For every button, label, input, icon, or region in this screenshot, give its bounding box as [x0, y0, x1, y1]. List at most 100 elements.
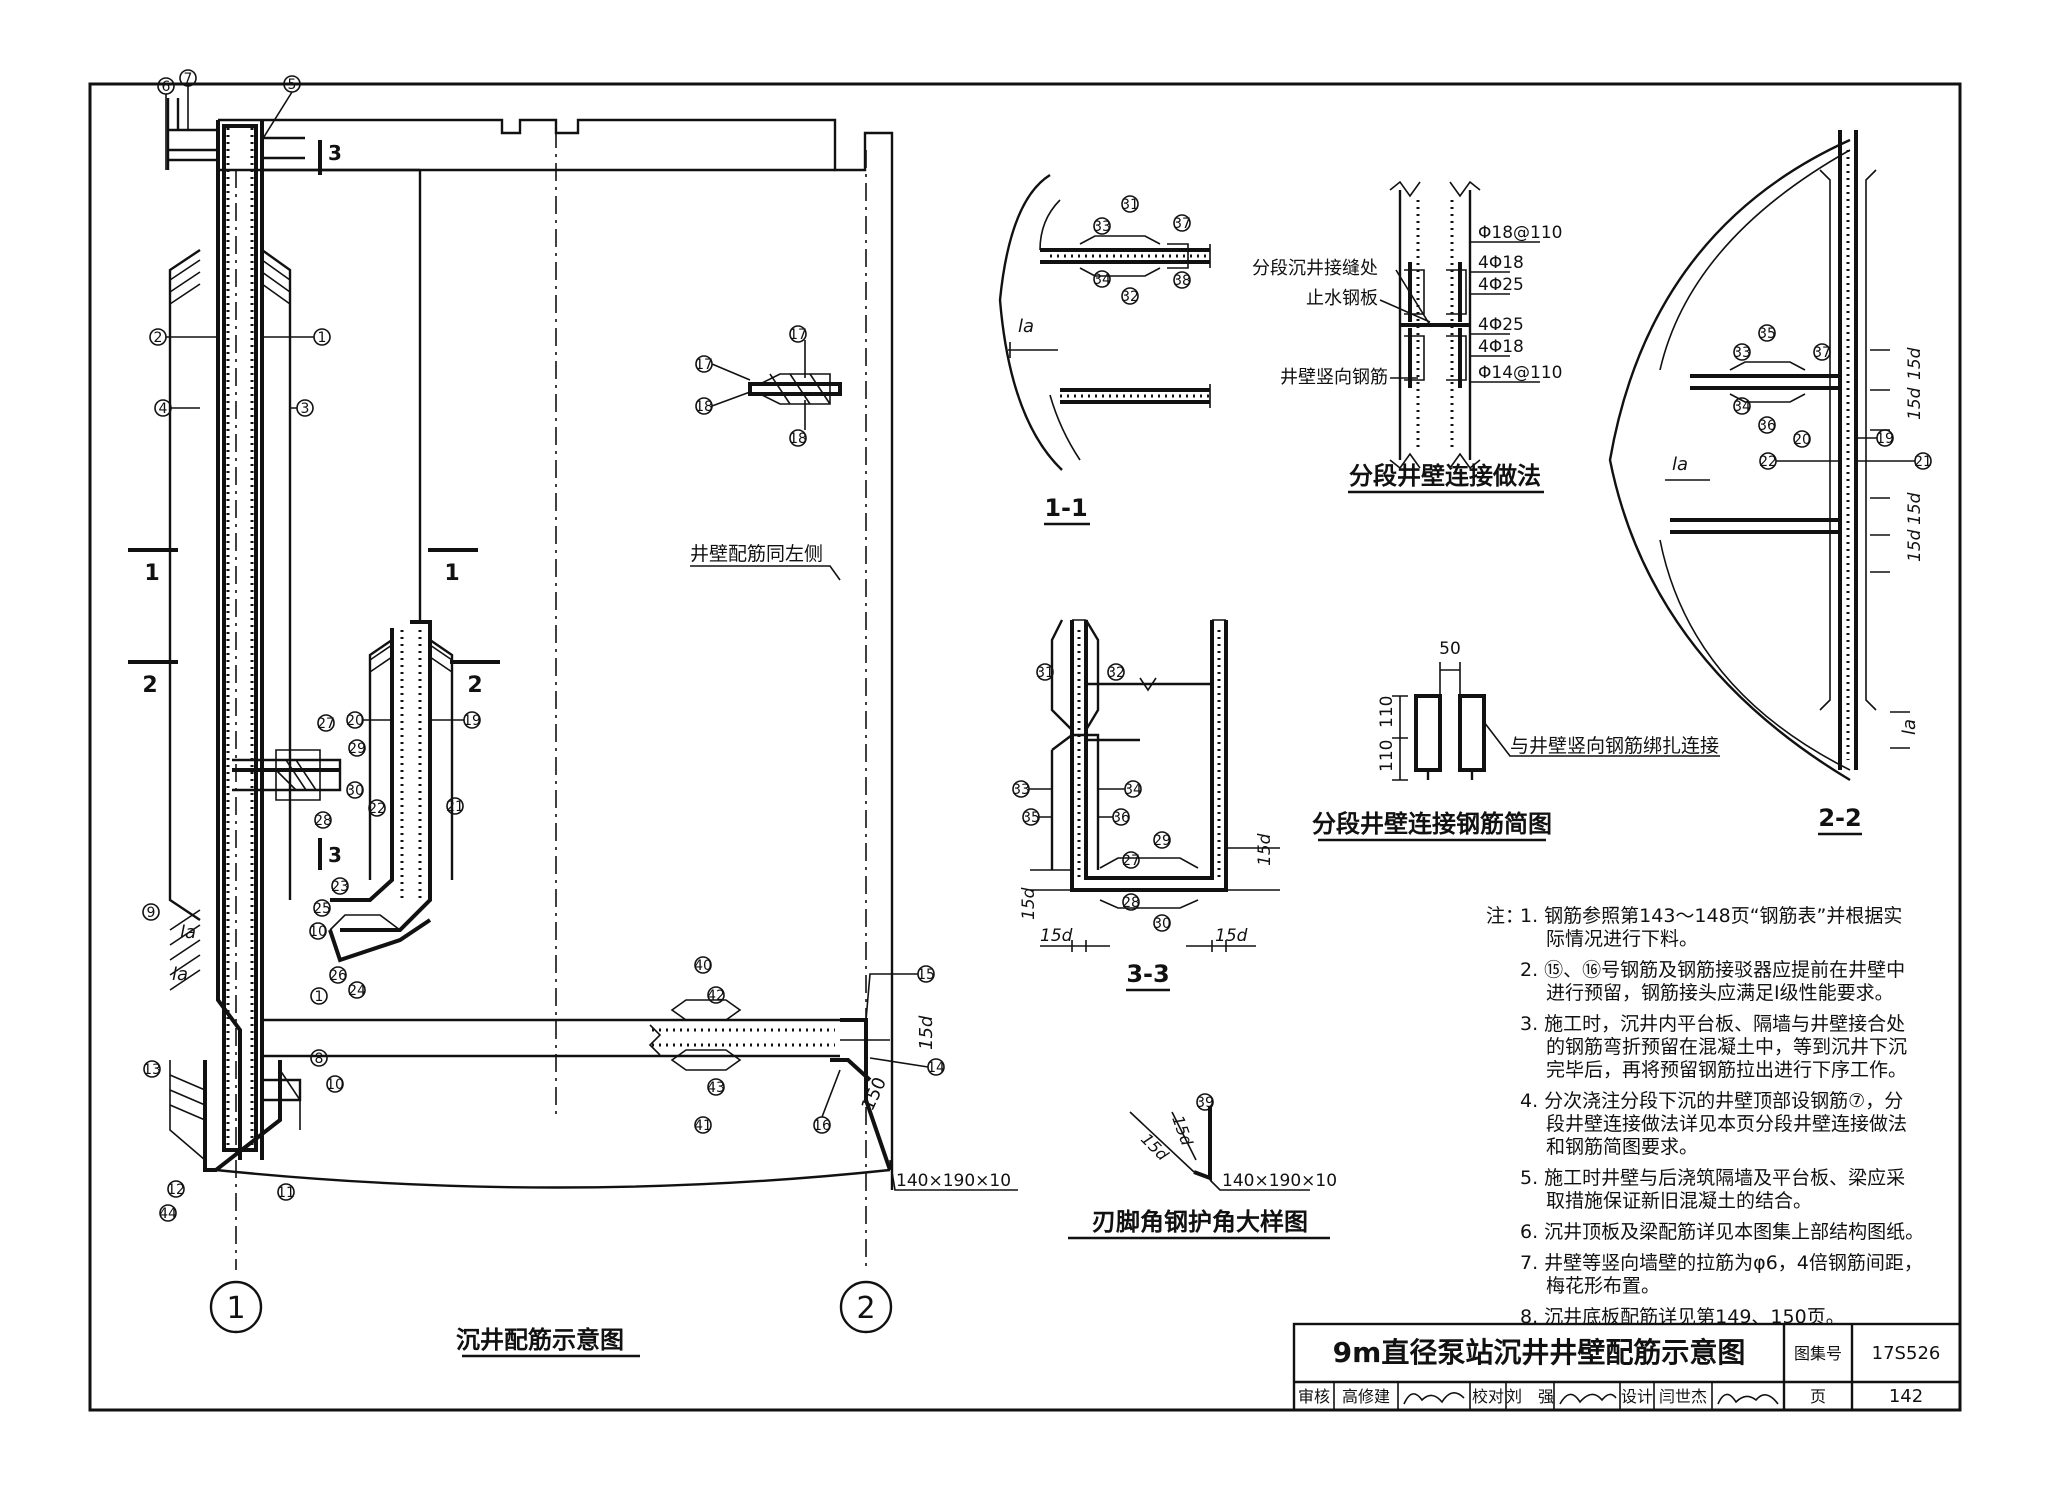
- svg-text:17: 17: [789, 327, 807, 343]
- joint-rebar-dim-110b: 110: [1377, 740, 1397, 772]
- joint-rebar-3: 4Φ25: [1478, 275, 1524, 295]
- page-label: 页: [1810, 1387, 1826, 1406]
- design-label: 设计: [1621, 1387, 1653, 1406]
- svg-text:1: 1: [318, 330, 327, 346]
- svg-text:37: 37: [1813, 345, 1831, 361]
- section-1-1-la: la: [1018, 316, 1034, 337]
- sheet-border: [88, 82, 1962, 1412]
- checker-name: 刘 强: [1506, 1387, 1554, 1406]
- section-2-2-title: 2-2: [1818, 804, 1861, 832]
- svg-text:30: 30: [1153, 916, 1171, 932]
- section-3-3-15d-bottom-left: 15d: [1040, 926, 1073, 946]
- note-5a: 5. 施工时井壁与后浇筑隔墙及平台板、梁应采: [1520, 1167, 1905, 1189]
- sheet-title: 9m直径泵站沉井井壁配筋示意图: [1333, 1336, 1746, 1369]
- svg-text:31: 31: [1121, 197, 1139, 213]
- note-1a: 1. 钢筋参照第143～148页“钢筋表”并根据实: [1520, 905, 1902, 927]
- svg-text:15: 15: [917, 967, 935, 983]
- page-no: 142: [1889, 1386, 1923, 1407]
- svg-text:18: 18: [695, 399, 713, 415]
- angle-detail-15d-a: 15d: [1137, 1129, 1173, 1165]
- atlas-no: 17S526: [1872, 1343, 1941, 1364]
- svg-text:3: 3: [301, 401, 310, 417]
- note-4a: 4. 分次浇注分段下沉的井壁顶部设钢筋⑦，分: [1520, 1090, 1903, 1112]
- svg-text:39: 39: [1196, 1095, 1214, 1111]
- svg-text:22: 22: [1759, 454, 1777, 470]
- section-2-2-15d-a: 15d: [1905, 347, 1925, 380]
- section-mark-1-right: 1: [444, 561, 459, 586]
- check-label: 校对: [1472, 1387, 1504, 1406]
- note-5b: 取措施保证新旧混凝土的结合。: [1546, 1190, 1812, 1212]
- svg-text:33: 33: [1093, 219, 1111, 235]
- svg-text:19: 19: [1876, 431, 1894, 447]
- svg-text:18: 18: [789, 431, 807, 447]
- svg-text:41: 41: [694, 1118, 712, 1134]
- note-3b: 的钢筋弯折预留在混凝土中，等到沉井下沉: [1546, 1036, 1907, 1058]
- joint-rebar-1: Φ18@110: [1478, 223, 1562, 243]
- svg-text:37: 37: [1173, 216, 1191, 232]
- section-3-3-title: 3-3: [1126, 960, 1169, 988]
- note-3c: 完毕后，再将预留钢筋拉出进行下序工作。: [1546, 1059, 1907, 1081]
- main-angle-spec: 140×190×10: [896, 1171, 1011, 1191]
- designer-name: 闫世杰: [1659, 1387, 1707, 1406]
- reviewer-name: 高修建: [1342, 1387, 1390, 1406]
- axis-bubble-2: [839, 1280, 893, 1334]
- svg-text:7: 7: [184, 71, 193, 87]
- axis-2-label: 2: [856, 1291, 875, 1326]
- joint-detail: Φ18@110 4Φ18 4Φ25 4Φ25 4Φ18 Φ14@110 分段沉井…: [1252, 180, 1562, 494]
- section-2-2-la-2: la: [1899, 719, 1920, 735]
- svg-text:26: 26: [329, 968, 347, 984]
- joint-rebar-6: Φ14@110: [1478, 363, 1562, 383]
- svg-text:1: 1: [315, 989, 324, 1005]
- svg-text:14: 14: [927, 1060, 945, 1076]
- svg-text:20: 20: [346, 713, 364, 729]
- section-mark-1-left: 1: [144, 561, 159, 586]
- svg-text:32: 32: [1121, 289, 1139, 305]
- note-7b: 梅花形布置。: [1546, 1275, 1660, 1297]
- main-la-1: la: [180, 922, 196, 943]
- svg-text:28: 28: [1122, 895, 1140, 911]
- joint-rebar-dim-50: 50: [1439, 639, 1461, 659]
- svg-text:29: 29: [348, 741, 366, 757]
- joint-rebar-note: 与井壁竖向钢筋绑扎连接: [1510, 735, 1719, 757]
- checker-signature: [1559, 1393, 1617, 1405]
- svg-text:2: 2: [154, 330, 163, 346]
- section-2-2: 33 35 37 34 36 20 19 22 21 15d 15d 15d 1…: [1608, 130, 1932, 836]
- section-2-2-15d-d: 15d: [1905, 529, 1925, 562]
- main-view: 1 2 3: [128, 69, 1018, 1358]
- note-4c: 和钢筋简图要求。: [1546, 1136, 1698, 1158]
- section-3-3-15d-right: 15d: [1255, 833, 1275, 866]
- note-4b: 段井壁连接做法详见本页分段井壁连接做法: [1546, 1113, 1907, 1135]
- angle-detail-title: 刃脚角钢护角大样图: [1092, 1208, 1308, 1236]
- svg-text:27: 27: [317, 716, 335, 732]
- svg-text:11: 11: [277, 1185, 295, 1201]
- svg-text:31: 31: [1036, 665, 1054, 681]
- axis-1-label: 1: [226, 1291, 245, 1326]
- svg-text:5: 5: [288, 77, 297, 93]
- main-la-2: la: [172, 964, 188, 985]
- svg-text:34: 34: [1733, 399, 1751, 415]
- section-3-3-15d-bottom-right: 15d: [1215, 926, 1248, 946]
- svg-text:20: 20: [1793, 432, 1811, 448]
- svg-text:40: 40: [694, 958, 712, 974]
- main-dim-150: 150: [857, 1074, 891, 1114]
- note-8: 8. 沉井底板配筋详见第149、150页。: [1520, 1306, 1845, 1328]
- svg-text:32: 32: [1107, 665, 1125, 681]
- svg-text:8: 8: [315, 1051, 324, 1067]
- svg-text:33: 33: [1733, 345, 1751, 361]
- section-mark-2-left: 2: [142, 673, 157, 698]
- svg-text:9: 9: [147, 905, 156, 921]
- section-2-2-la-1: la: [1672, 454, 1688, 475]
- svg-text:44: 44: [159, 1206, 177, 1222]
- svg-text:34: 34: [1124, 782, 1142, 798]
- section-mark-3-bottom: 3: [328, 843, 342, 867]
- notes: 注： 1. 钢筋参照第143～148页“钢筋表”并根据实 际情况进行下料。 2.…: [1486, 905, 1924, 1328]
- svg-text:43: 43: [707, 1080, 725, 1096]
- main-view-title: 沉井配筋示意图: [456, 1326, 624, 1354]
- angle-detail-spec: 140×190×10: [1222, 1171, 1337, 1191]
- section-1-1: 33 31 37 34 32 38 la 1-1: [998, 173, 1211, 526]
- svg-text:27: 27: [1122, 853, 1140, 869]
- section-1-1-title: 1-1: [1044, 494, 1087, 522]
- joint-rebar-2: 4Φ18: [1478, 253, 1524, 273]
- svg-text:13: 13: [143, 1062, 161, 1078]
